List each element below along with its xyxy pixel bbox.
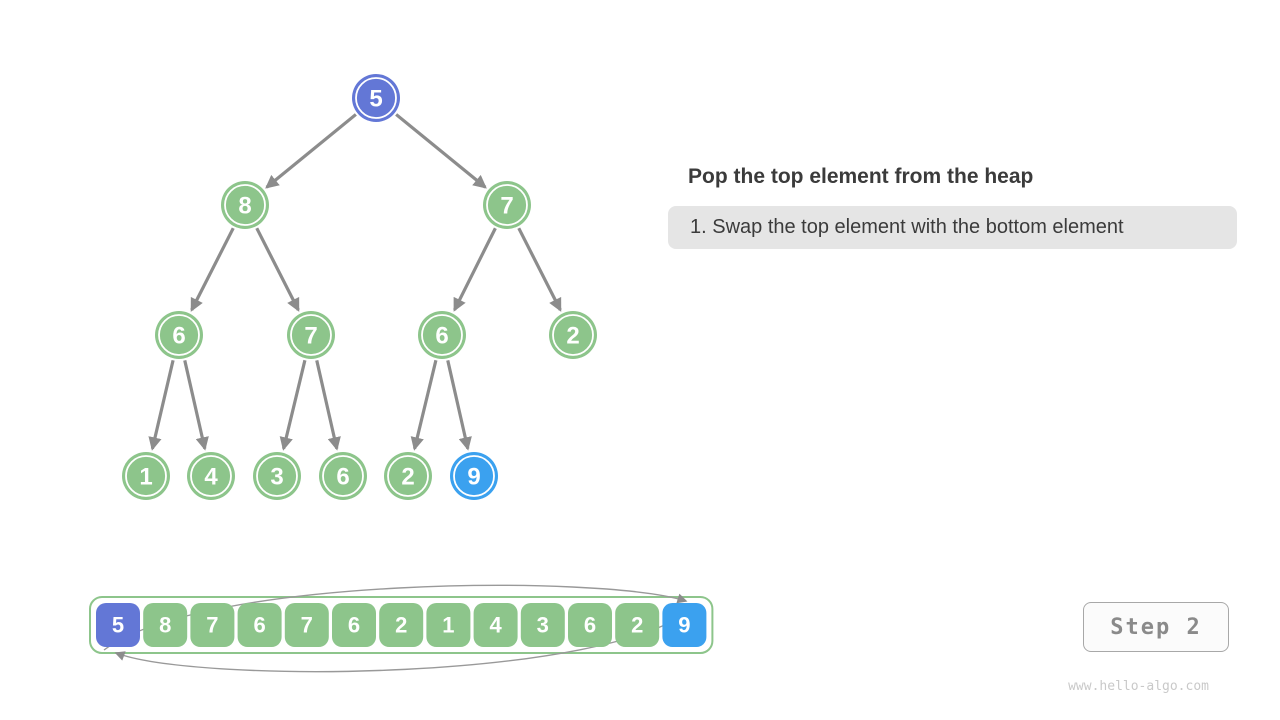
tree-node: 8 (221, 181, 269, 229)
tree-node-value: 2 (401, 463, 414, 490)
array-cell: 6 (568, 603, 612, 647)
tree-node: 1 (122, 452, 170, 500)
step-badge-label: Step 2 (1110, 614, 1202, 640)
array-cell-value: 2 (395, 613, 407, 638)
tree-node: 6 (319, 452, 367, 500)
tree-node: 3 (253, 452, 301, 500)
tree-node: 6 (155, 311, 203, 359)
step-note: 1. Swap the top element with the bottom … (668, 206, 1237, 249)
tree-edge-arrow-icon (255, 227, 300, 312)
tree-edge-arrow-icon (410, 359, 438, 451)
array-cell: 5 (96, 603, 140, 647)
array-cell: 9 (662, 603, 707, 647)
tree-edge-arrow-icon (265, 113, 357, 189)
tree-node-value: 6 (435, 322, 448, 349)
tree-node: 4 (187, 452, 235, 500)
tree-node: 5 (352, 74, 400, 122)
array-cell: 2 (379, 603, 424, 647)
tree-edges (148, 113, 562, 451)
array-cells: 5 8 7 6 7 6 2 1 4 3 6 2 9 (96, 603, 707, 647)
tree-nodes: 5 8 7 6 7 6 2 1 4 3 6 2 9 (122, 74, 597, 500)
tree-edge-arrow-icon (148, 359, 175, 451)
array-cell: 2 (615, 603, 660, 647)
array-cell-value: 1 (442, 613, 454, 638)
array-cell-value: 6 (253, 613, 265, 638)
array-cell-value: 6 (348, 613, 360, 638)
tree-node-value: 9 (467, 463, 480, 490)
tree-node-value: 7 (304, 322, 317, 349)
array-cell: 3 (520, 603, 565, 647)
tree-node: 6 (418, 311, 466, 359)
array-cell: 6 (332, 603, 376, 647)
figure-title: Pop the top element from the heap (688, 165, 1034, 188)
array-cell-value: 7 (206, 613, 218, 638)
array-cell: 1 (426, 603, 471, 647)
tree-node: 2 (549, 311, 597, 359)
array-cell-value: 5 (112, 613, 124, 638)
tree-node-value: 6 (172, 322, 185, 349)
tree-edge-arrow-icon (395, 113, 487, 189)
array-cell-value: 4 (489, 613, 502, 638)
array-cell-value: 2 (631, 613, 643, 638)
tree-node-value: 2 (566, 322, 579, 349)
tree-node-value: 3 (270, 463, 283, 490)
tree-edge-arrow-icon (315, 360, 341, 451)
tree-node: 7 (483, 181, 531, 229)
step-badge: Step 2 (1083, 602, 1229, 652)
tree-node-value: 4 (204, 463, 218, 490)
tree-node: 9 (450, 452, 498, 500)
tree-edge-arrow-icon (190, 227, 235, 312)
tree-node: 7 (287, 311, 335, 359)
tree-node-value: 7 (500, 192, 513, 219)
tree-node-value: 1 (139, 463, 152, 490)
tree-node: 2 (384, 452, 432, 500)
tree-edge-arrow-icon (183, 360, 209, 451)
tree-node-value: 6 (336, 463, 349, 490)
array-cell-value: 9 (678, 613, 690, 638)
array-cell: 6 (237, 603, 282, 647)
tree-node-value: 5 (369, 85, 382, 112)
tree-node-value: 8 (238, 192, 251, 219)
tree-edge-arrow-icon (279, 359, 307, 451)
tree-edge-arrow-icon (517, 227, 562, 312)
array-cell-value: 3 (537, 613, 549, 638)
tree-edge-arrow-icon (453, 227, 497, 312)
array-cell: 7 (284, 603, 329, 647)
array-cell: 7 (190, 603, 235, 647)
array-cell-value: 7 (301, 613, 313, 638)
tree-edge-arrow-icon (446, 360, 472, 451)
array-cell-value: 8 (159, 613, 171, 638)
array-cell-value: 6 (584, 613, 596, 638)
array-cell: 8 (143, 603, 188, 647)
watermark-text: www.hello-algo.com (1068, 679, 1209, 694)
array-cell: 4 (473, 603, 518, 647)
